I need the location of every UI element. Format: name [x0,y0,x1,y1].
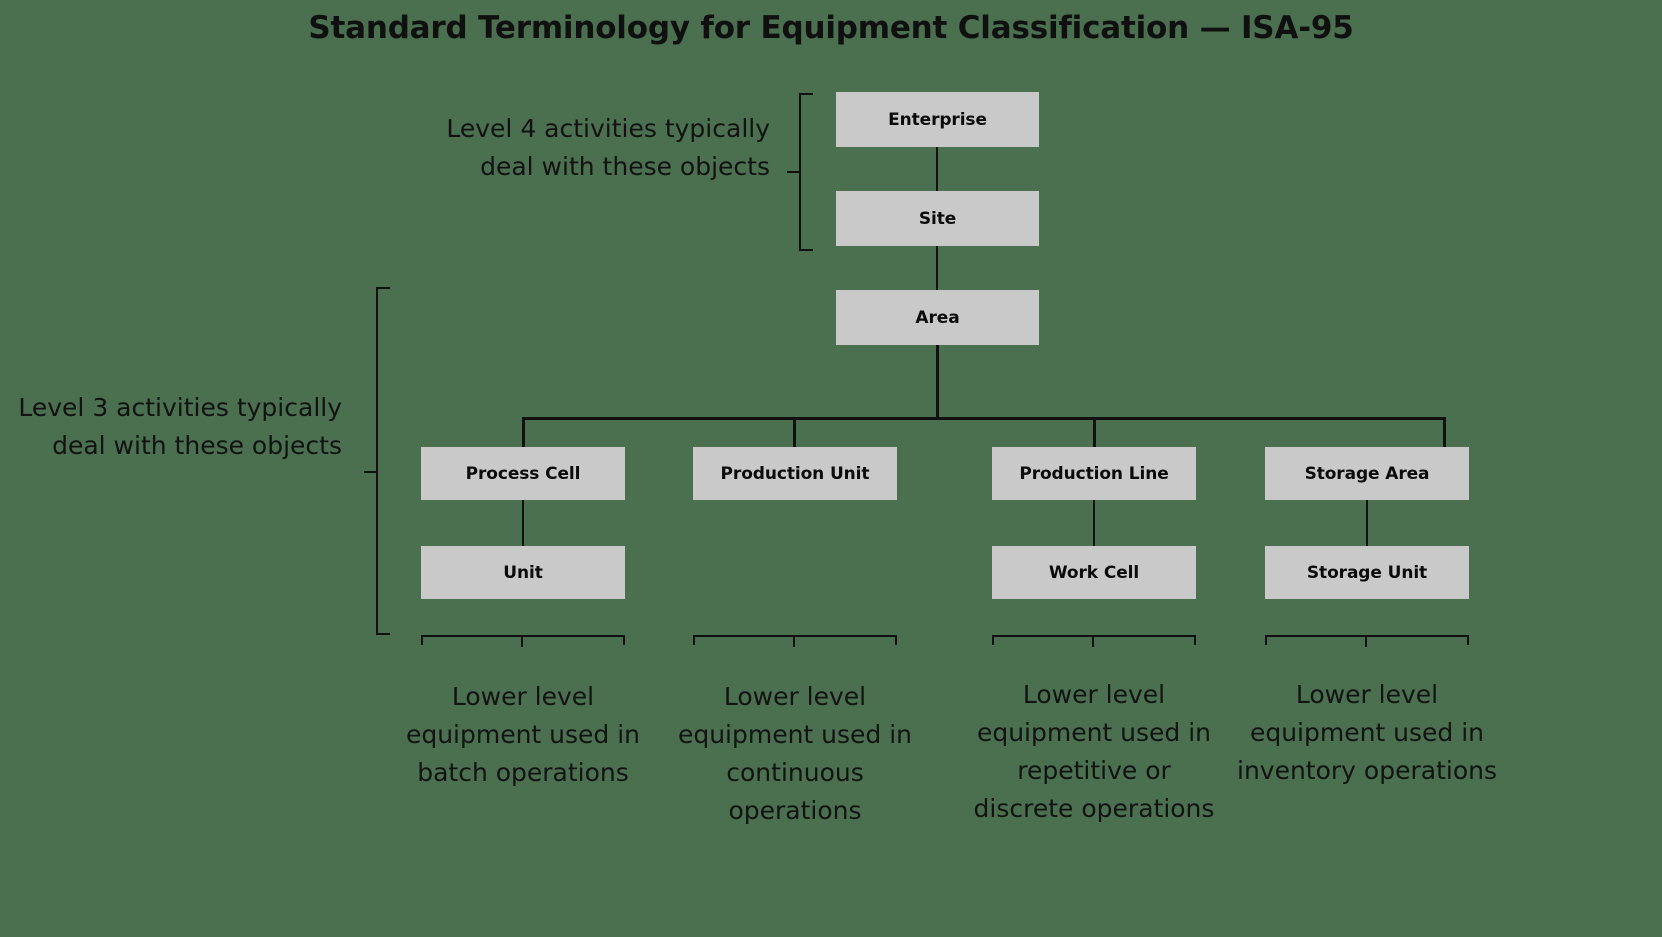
node-storage-unit[interactable]: Storage Unit [1265,546,1469,599]
node-production-line[interactable]: Production Line [992,447,1196,500]
node-enterprise[interactable]: Enterprise [836,92,1039,147]
level4-bracket [787,93,815,251]
connector-production-line-work-cell [1093,500,1095,546]
connector-bus-process-cell [522,417,525,447]
node-work-cell[interactable]: Work Cell [992,546,1196,599]
connector-area-bus [936,345,939,419]
node-production-unit[interactable]: Production Unit [693,447,897,500]
bottom-bracket-continuous [693,635,897,649]
node-site[interactable]: Site [836,191,1039,246]
connector-bus-production-line [1093,417,1096,447]
node-process-cell[interactable]: Process Cell [421,447,625,500]
page-title: Standard Terminology for Equipment Class… [308,10,1354,46]
caption-continuous: Lower level equipment used in continuous… [677,682,913,825]
caption-inventory: Lower level equipment used in inventory … [1237,680,1497,785]
distribution-bus [522,417,1445,420]
connector-bus-storage-area [1443,417,1446,447]
connector-site-area [936,246,938,290]
node-storage-area[interactable]: Storage Area [1265,447,1469,500]
level3-bracket [364,287,392,635]
bottom-bracket-repetitive [992,635,1196,649]
bottom-bracket-batch [421,635,625,649]
level4-annotation-label: Level 4 activities typically deal with t… [446,114,770,181]
connector-process-cell-unit [522,500,524,546]
caption-batch: Lower level equipment used in batch oper… [405,682,641,787]
bottom-bracket-inventory [1265,635,1469,649]
node-area[interactable]: Area [836,290,1039,345]
level3-annotation-label: Level 3 activities typically deal with t… [18,393,342,460]
connector-storage-area-storage-unit [1366,500,1368,546]
caption-repetitive: Lower level equipment used in repetitive… [973,680,1215,823]
connector-bus-production-unit [793,417,796,447]
node-unit[interactable]: Unit [421,546,625,599]
connector-enterprise-site [936,147,938,191]
